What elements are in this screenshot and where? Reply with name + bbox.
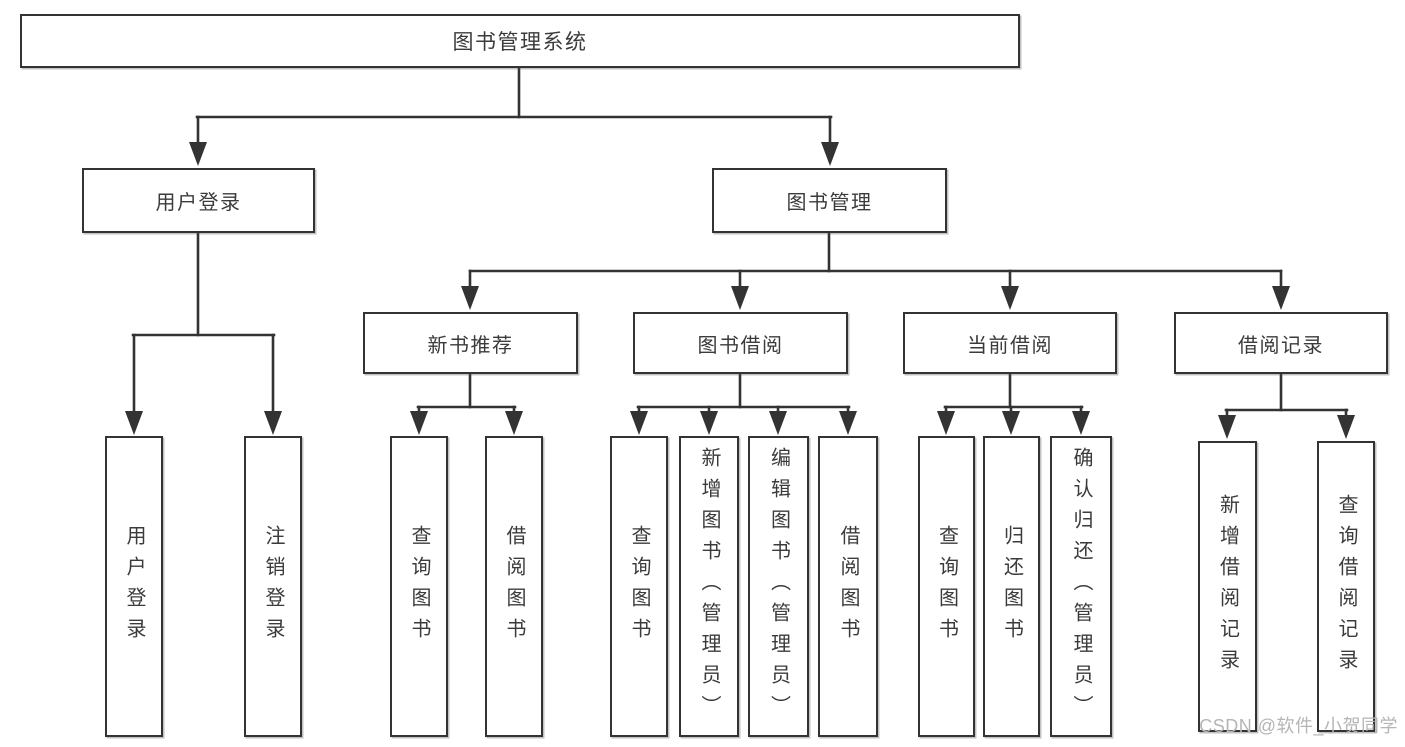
leaf-add-borrow-record: 新增借阅记录 — [1198, 441, 1257, 732]
leaf-add-book-admin: 新增图书（管理员） — [679, 436, 739, 737]
leaf-logout: 注销登录 — [244, 436, 302, 737]
node-root-system: 图书管理系统 — [20, 14, 1020, 68]
leaf-borrow-books-recommend: 借阅图书 — [485, 436, 543, 737]
node-new-book-recommend: 新书推荐 — [363, 312, 578, 374]
node-current-borrow: 当前借阅 — [903, 312, 1117, 374]
node-book-management: 图书管理 — [712, 168, 947, 233]
leaf-return-book: 归还图书 — [983, 436, 1040, 737]
leaf-query-borrow-record: 查询借阅记录 — [1317, 441, 1375, 732]
leaf-confirm-return-admin: 确认归还（管理员） — [1050, 436, 1112, 737]
leaf-borrow-books-borrow: 借阅图书 — [818, 436, 878, 737]
csdn-watermark: CSDN @软件_小贺同学 — [1199, 716, 1398, 736]
leaf-query-books-recommend: 查询图书 — [390, 436, 448, 737]
node-book-borrow: 图书借阅 — [633, 312, 848, 374]
leaf-query-books-current: 查询图书 — [918, 436, 975, 737]
leaf-edit-book-admin: 编辑图书（管理员） — [748, 436, 809, 737]
node-borrow-records: 借阅记录 — [1174, 312, 1388, 374]
node-user-login: 用户登录 — [82, 168, 315, 233]
leaf-user-login: 用户登录 — [105, 436, 163, 737]
leaf-query-books-borrow: 查询图书 — [610, 436, 668, 737]
